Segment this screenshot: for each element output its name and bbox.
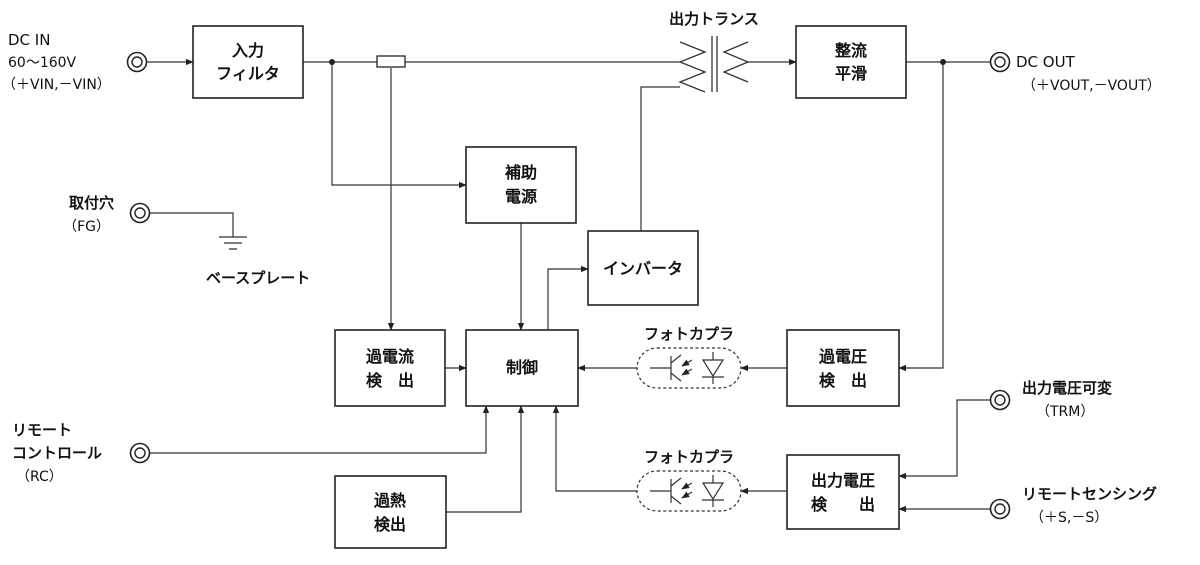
overcurrent-label-2: 検 出 (366, 371, 414, 390)
remote-control-label-3: （RC） (16, 469, 63, 485)
rectifier-label-2: 平滑 (835, 64, 867, 83)
overheat-label-2: 検出 (374, 515, 406, 534)
overheat-label-1: 過熱 (373, 491, 406, 510)
control-block: 制御 (465, 329, 579, 407)
wire-overheat-to-control (446, 405, 525, 513)
wire-input-to-aux (331, 62, 467, 189)
overvoltage-detect-block: 過電圧 検 出 (786, 329, 900, 407)
control-label: 制御 (506, 358, 538, 377)
overcurrent-label-1: 過電流 (365, 347, 414, 366)
fg-label: 取付穴 (69, 194, 114, 212)
photocoupler-bottom: フォトカプラ (636, 448, 742, 512)
terminal-dc-out (989, 51, 1011, 73)
output-transformer (678, 36, 750, 93)
trm-sub: （TRM） (1036, 404, 1094, 420)
dc-in-pins: （＋VIN,－VIN） (2, 77, 111, 93)
overvoltage-label-2: 検 出 (819, 371, 867, 390)
base-plate-label: ベースプレート (206, 269, 310, 287)
inverter-block: インバータ (587, 230, 699, 306)
rectifier-smoothing-block: 整流 平滑 (795, 25, 907, 99)
aux-power-label-1: 補助 (504, 163, 537, 182)
wires (147, 58, 990, 513)
output-transformer-label: 出力トランス (669, 10, 759, 28)
rectifier-label-1: 整流 (834, 41, 867, 60)
dc-out-pins: （＋VOUT,－VOUT） (1022, 78, 1161, 94)
wire-trm-to-ovdetect (898, 399, 990, 480)
wire-opto2-to-control (552, 405, 637, 492)
inverter-label: インバータ (603, 259, 683, 278)
aux-power-label-2: 電源 (505, 187, 537, 206)
dc-in-title: DC IN (8, 31, 50, 49)
junction-dot-output (940, 59, 946, 65)
wire-output-to-overvoltage (898, 62, 944, 372)
terminal-remote-control (129, 442, 151, 464)
input-filter-block: 入力 フィルタ (192, 25, 304, 99)
current-sense-resistor (376, 55, 406, 68)
junction-dot-input (329, 59, 335, 65)
overvoltage-label-1: 過電圧 (818, 347, 867, 366)
wire-control-to-inverter (547, 265, 589, 330)
photocoupler-top: フォトカプラ (636, 325, 742, 389)
fg-sub: （FG） (63, 219, 110, 235)
terminal-trm (989, 389, 1011, 411)
input-filter-label-1: 入力 (232, 41, 264, 60)
terminal-dc-in (126, 51, 148, 73)
output-voltage-label-1: 出力電圧 (811, 471, 875, 490)
remote-control-label-1: リモート (12, 421, 72, 439)
trm-label: 出力電圧可変 (1022, 379, 1112, 397)
output-voltage-label-2: 検 出 (811, 495, 875, 514)
wire-rc-to-control (150, 405, 490, 454)
photocoupler-bottom-label: フォトカプラ (644, 448, 734, 466)
remote-control-label-2: コントロール (12, 444, 102, 462)
terminal-remote-sensing (989, 498, 1011, 520)
terminal-fg (129, 202, 151, 224)
photocoupler-top-label: フォトカプラ (644, 325, 734, 343)
dc-in-voltage: 60〜160V (8, 55, 77, 71)
overheat-detect-block: 過熱 検出 (334, 475, 447, 549)
output-voltage-detect-block: 出力電圧 検 出 (786, 454, 900, 530)
ground-symbol (219, 236, 247, 250)
dc-out-title: DC OUT (1016, 53, 1076, 71)
overcurrent-detect-block: 過電流 検 出 (334, 329, 446, 407)
wire-inverter-to-transformer (640, 86, 680, 231)
aux-power-block: 補助 電源 (465, 146, 577, 224)
remote-sensing-sub: （＋S,－S） (1030, 510, 1108, 526)
wire-fg-to-ground (150, 212, 234, 237)
remote-sensing-label: リモートセンシング (1022, 485, 1157, 503)
input-filter-label-2: フィルタ (216, 64, 280, 83)
